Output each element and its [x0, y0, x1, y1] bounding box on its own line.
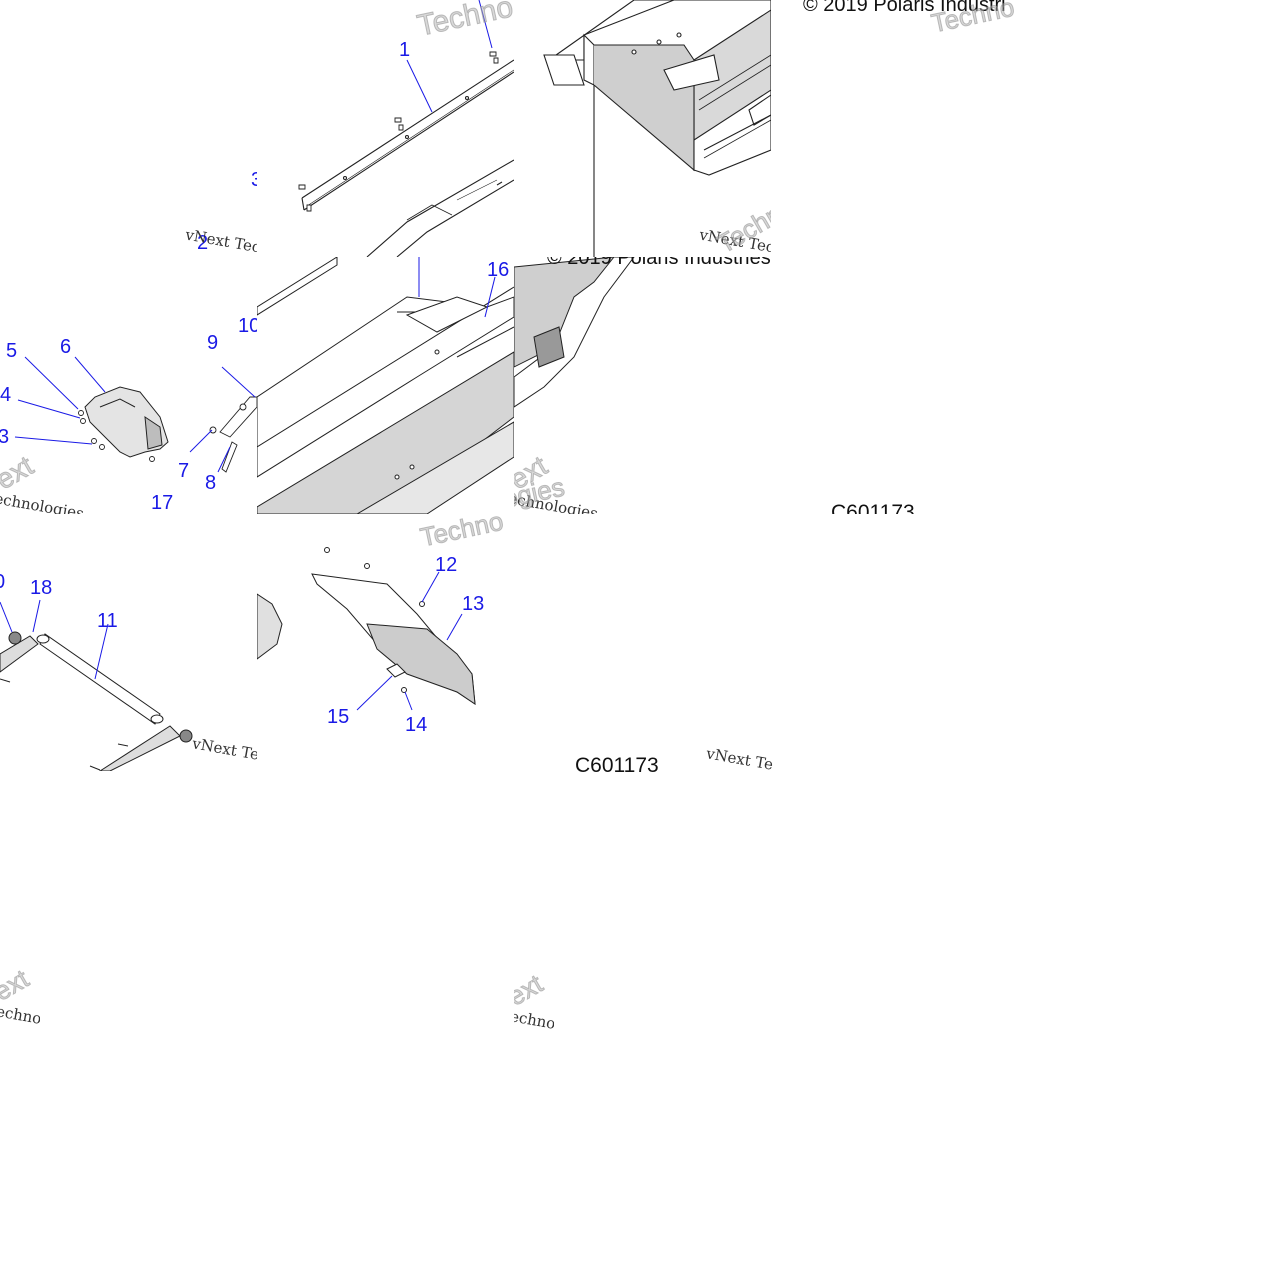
watermark-ext-lower-mid: ext [514, 975, 548, 1012]
callout-18: 18 [30, 577, 53, 599]
tile-code-mid: C601173 Techno [771, 257, 1028, 514]
tile-axle: 0 18 11 vNext Te [0, 514, 257, 771]
callout-3: 3 [0, 426, 10, 448]
callout-14: 14 [405, 714, 428, 736]
copyright-text: © 2019 Polaris Industri [803, 0, 1006, 16]
watermark-techno: Techno [928, 0, 1017, 39]
tile-rear-cover: 5 6 4 3 9 10 7 8 17 ext echnologies [0, 257, 257, 514]
snowflap-drawing [257, 547, 476, 711]
rail-part-1-drawing [298, 0, 514, 257]
tile-rail-assembly: 16 [257, 257, 514, 514]
callout-4: 4 [0, 384, 12, 406]
callout-6: 6 [60, 336, 72, 358]
diagram-code-partial: C601173 [831, 501, 915, 514]
callout-15: 15 [327, 706, 350, 728]
callout-13: 13 [462, 593, 485, 615]
tile-rail-lower: 2 3 vNext Tec [0, 0, 257, 257]
tunnel-mid-drawing [514, 257, 635, 408]
callout-10: 10 [238, 315, 257, 337]
callout-8: 8 [205, 472, 217, 494]
watermark-ext-lower: ext [0, 970, 34, 1007]
watermark-techno-right: Techno [928, 503, 1017, 514]
callout-1: 1 [399, 39, 411, 61]
tile-tunnel-top: vNext Tec Techno [514, 0, 771, 257]
callout-5: 5 [6, 340, 18, 362]
tile-fragment-left: ext echno [0, 970, 40, 1030]
tile-fragment-mid: ext echno [514, 975, 554, 1035]
watermark-echno-lower: echno [0, 1002, 40, 1028]
tile-rail-1: 1 Techno [257, 0, 514, 257]
rear-cover-drawing [14, 356, 257, 473]
axle-drawing [0, 599, 193, 771]
callout-3-top: 3 [251, 169, 257, 191]
tile-code: C601173 vNext Te [514, 514, 804, 804]
tunnel-drawing [543, 0, 771, 257]
callout-20: 0 [0, 572, 5, 592]
tile-snowflap: 12 13 15 14 Techno [257, 514, 514, 771]
callout-7: 7 [178, 460, 190, 482]
rail-assembly-drawing [257, 257, 514, 514]
watermark-echno-lower-mid: echno [514, 1007, 554, 1033]
watermark-serif-code: vNext Te [704, 744, 775, 774]
callout-11: 11 [97, 610, 118, 632]
callout-17: 17 [151, 492, 174, 514]
copyright-mid: © 2019 Polaris Industries [547, 257, 771, 269]
diagram-code: C601173 [575, 754, 659, 777]
callout-9: 9 [207, 332, 219, 354]
callout-16: 16 [487, 259, 510, 281]
tile-tunnel-mid: © 2019 Polaris Industries ext echnologie… [514, 257, 771, 514]
callout-2: 2 [197, 232, 209, 254]
callout-12: 12 [435, 554, 458, 576]
watermark-serif-vnext: vNext Tec [184, 225, 257, 257]
tile-copyright: © 2019 Polaris Industri Techno [771, 0, 1028, 257]
